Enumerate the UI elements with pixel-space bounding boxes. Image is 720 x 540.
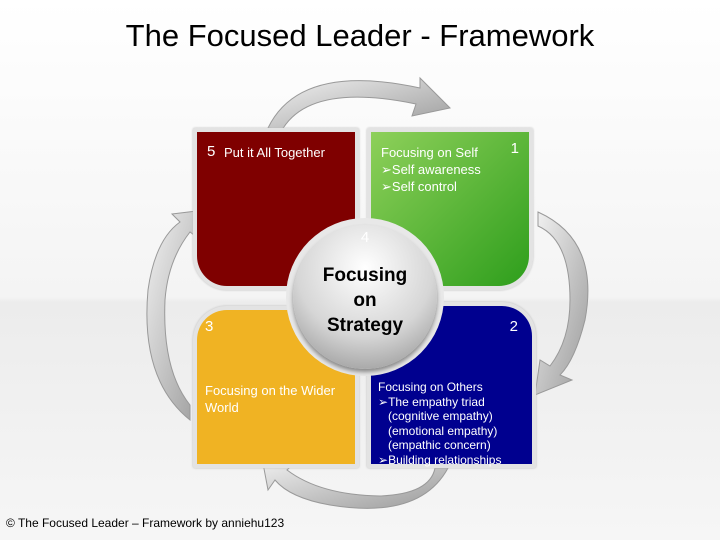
arrow-right — [534, 211, 589, 396]
bullet: Building relationships — [388, 452, 502, 467]
quadrant-number: 3 — [205, 318, 214, 335]
quadrant-title: Focusing on Self — [381, 145, 478, 160]
bullet-sub: (emotional empathy) — [388, 423, 498, 438]
quadrant-title: Focusing on Others — [378, 380, 483, 394]
quadrant-number: 5 — [207, 143, 216, 160]
center-label-line2: on — [353, 290, 377, 311]
center-label-line1: Focusing — [322, 265, 408, 286]
bullet: Self control — [391, 179, 457, 194]
quadrant-number: 1 — [510, 140, 519, 157]
center-label-line3: Strategy — [326, 315, 404, 336]
quadrant-number: 2 — [509, 318, 518, 335]
center-circle: 4 Focusing on Strategy — [286, 218, 444, 376]
arrow-top — [267, 76, 452, 131]
bullet-sub: (cognitive empathy) — [388, 409, 493, 423]
center-number: 4 — [360, 229, 370, 246]
arrow-left — [146, 209, 206, 422]
bullet: The empathy triad — [388, 394, 485, 409]
bullet-sub: (empathic concern) — [388, 438, 491, 452]
footer-copyright: © The Focused Leader – Framework by anni… — [6, 516, 285, 530]
bullet: Self awareness — [391, 162, 481, 177]
quadrant-focusing-on-self: 1 Focusing on Self ➢Self awareness ➢Self… — [367, 128, 533, 290]
quadrant-title: Put it All Together — [224, 145, 325, 160]
quadrant-title: Focusing on the Wider World — [205, 383, 336, 415]
slide-title: The Focused Leader - Framework — [125, 18, 595, 53]
